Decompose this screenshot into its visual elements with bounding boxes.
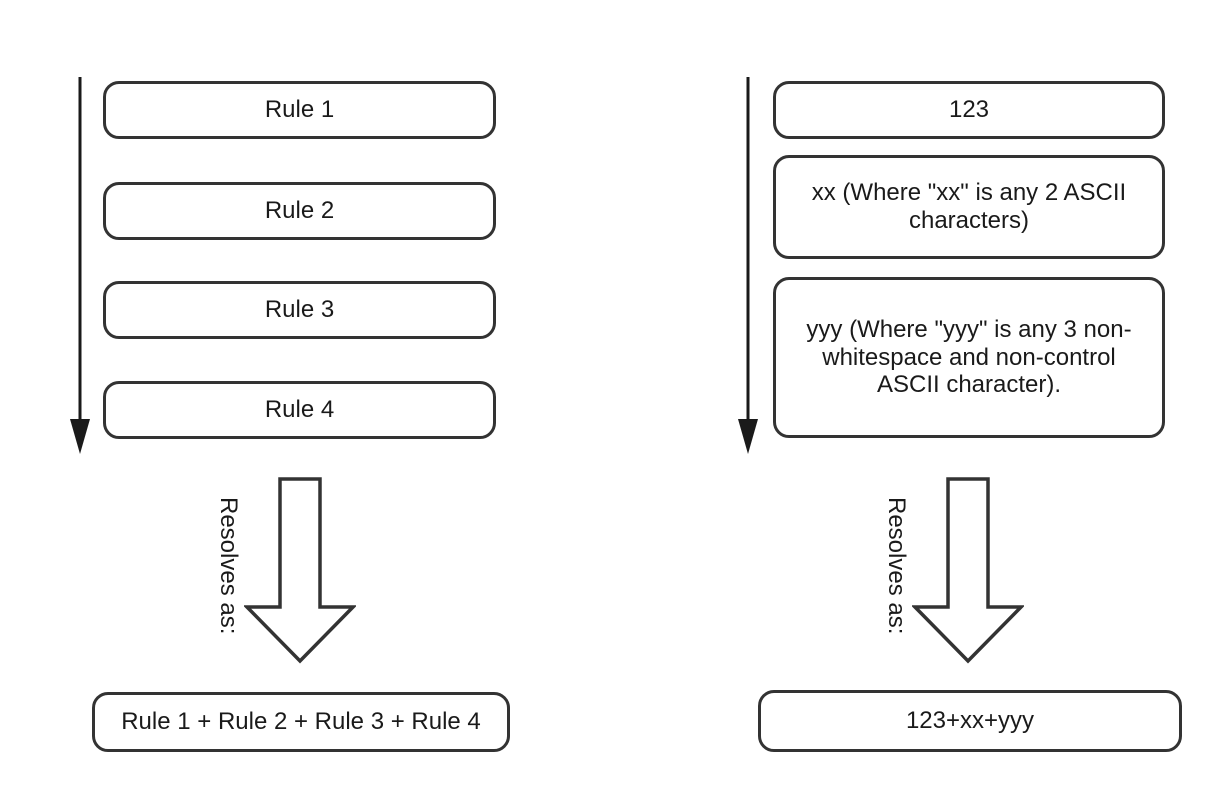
part-123-box: 123 [773, 81, 1165, 139]
left-result-box: Rule 1 + Rule 2 + Rule 3 + Rule 4 [92, 692, 510, 752]
right-resolves-arrow-icon [912, 477, 1024, 664]
rule-3-box: Rule 3 [103, 281, 496, 339]
part-xx-box: xx (Where "xx" is any 2 ASCII characters… [773, 155, 1165, 259]
rule-2-box: Rule 2 [103, 182, 496, 240]
right-resolves-as-label: Resolves as: [883, 497, 910, 635]
left-resolves-arrow-icon [244, 477, 356, 664]
left-sequence-order-arrow-icon [70, 77, 90, 454]
rule-1-box: Rule 1 [103, 81, 496, 139]
part-yyy-box: yyy (Where "yyy" is any 3 non-whitespace… [773, 277, 1165, 438]
rule-4-box: Rule 4 [103, 381, 496, 439]
left-resolves-as-label: Resolves as: [215, 497, 242, 635]
right-sequence-order-arrow-icon [738, 77, 758, 454]
right-result-box: 123+xx+yyy [758, 690, 1182, 752]
